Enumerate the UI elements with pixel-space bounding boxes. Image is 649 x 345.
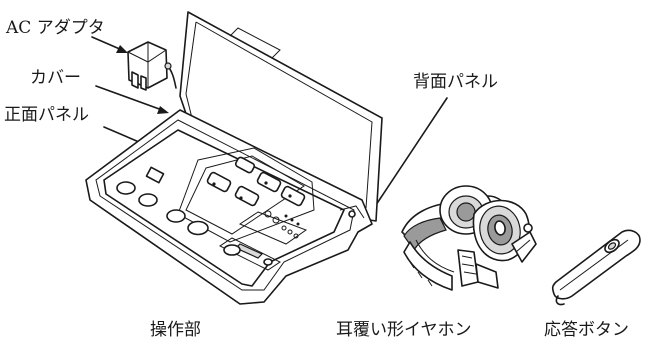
label-cover: カバー [30,68,81,88]
label-ac-adapter: AC アダプタ [5,18,105,38]
label-control-unit: 操作部 [150,320,201,340]
response-button [551,229,641,306]
label-earphones: 耳覆い形イヤホン [336,320,472,340]
key-group-upper [206,156,306,207]
label-front-panel: 正面パネル [4,105,89,125]
indicator-panel [219,210,308,271]
key-group-left [116,166,209,236]
leader-cover [95,85,169,114]
control-unit [85,11,383,305]
earphones [401,185,537,291]
front-panel [103,129,345,287]
label-back-panel: 背面パネル [413,72,498,92]
label-response-button: 応答ボタン [544,320,629,340]
ac-adapter [127,41,177,91]
leader-ac-adapter [91,36,128,53]
